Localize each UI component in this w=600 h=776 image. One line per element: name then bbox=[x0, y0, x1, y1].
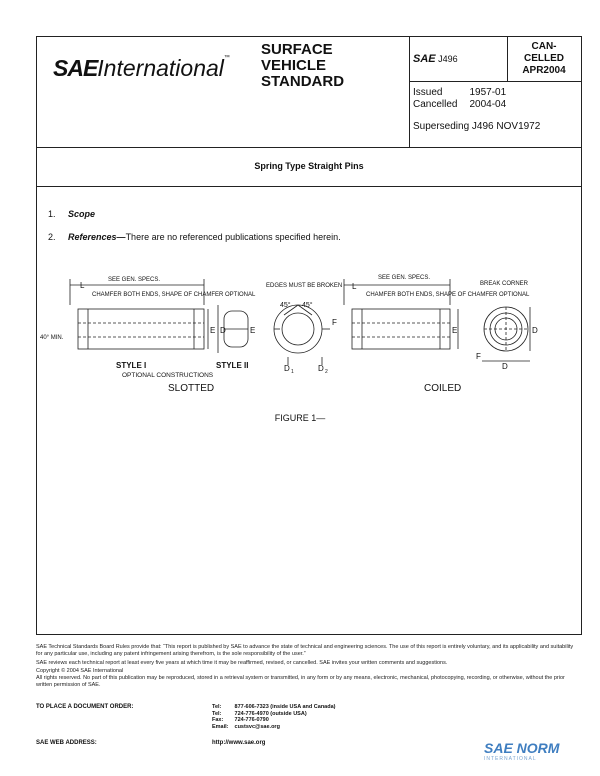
doc-number: SAE J496 bbox=[413, 53, 458, 65]
svg-text:D: D bbox=[284, 364, 290, 373]
slotted-pin-body bbox=[77, 308, 205, 350]
svg-text:STYLE I: STYLE I bbox=[116, 361, 146, 370]
coiled-pin-body bbox=[351, 308, 451, 350]
svg-text:45°: 45° bbox=[280, 301, 291, 309]
svg-text:L: L bbox=[80, 281, 85, 290]
svg-text:SEE GEN. SPECS.: SEE GEN. SPECS. bbox=[108, 277, 160, 283]
svg-text:45°: 45° bbox=[302, 301, 313, 309]
section-2: 2. References—There are no referenced pu… bbox=[48, 232, 341, 242]
svg-text:EDGES MUST BE BROKEN: EDGES MUST BE BROKEN bbox=[266, 283, 342, 289]
svg-text:COILED: COILED bbox=[424, 383, 461, 394]
svg-text:40° MIN.: 40° MIN. bbox=[40, 335, 64, 341]
svg-text:E: E bbox=[210, 326, 215, 335]
main-box bbox=[36, 186, 582, 635]
footer-notice: SAE Technical Standards Board Rules prov… bbox=[36, 644, 574, 688]
divider bbox=[507, 37, 508, 81]
order-label: TO PLACE A DOCUMENT ORDER: bbox=[36, 704, 134, 710]
svg-text:D: D bbox=[532, 326, 538, 335]
svg-text:F: F bbox=[332, 318, 337, 327]
svg-text:D: D bbox=[502, 362, 508, 371]
slotted-end-view bbox=[273, 304, 323, 354]
svg-text:D: D bbox=[318, 364, 324, 373]
sae-logo: SAEInternational™ bbox=[53, 55, 230, 81]
order-contacts: Tel:877-606-7323 (inside USA and Canada)… bbox=[212, 704, 342, 730]
svg-text:CHAMFER BOTH ENDS, SHAPE OF CH: CHAMFER BOTH ENDS, SHAPE OF CHAMFER OPTI… bbox=[92, 292, 256, 298]
svg-text:E: E bbox=[250, 326, 255, 335]
divider bbox=[409, 37, 410, 147]
svg-text:E: E bbox=[452, 326, 457, 335]
document-title: Spring Type Straight Pins bbox=[254, 161, 364, 171]
web-address-link[interactable]: http://www.sae.org bbox=[212, 740, 266, 746]
svg-text:SLOTTED: SLOTTED bbox=[168, 383, 214, 394]
pin-figure: SEE GEN. SPECS. L CHAMFER BOTH ENDS, SHA… bbox=[40, 275, 538, 394]
header-box: SAEInternational™ SURFACE VEHICLE STANDA… bbox=[36, 36, 582, 148]
sae-norm-logo: SAE NORM INTERNATIONAL bbox=[484, 740, 560, 762]
svg-text:1: 1 bbox=[291, 369, 294, 375]
svg-text:OPTIONAL CONSTRUCTIONS: OPTIONAL CONSTRUCTIONS bbox=[122, 372, 214, 379]
cancelled-stamp: CAN- CELLED APR2004 bbox=[522, 41, 566, 76]
svg-text:SEE GEN. SPECS.: SEE GEN. SPECS. bbox=[378, 275, 430, 281]
svg-text:STYLE II: STYLE II bbox=[216, 361, 248, 370]
svg-text:BREAK CORNER: BREAK CORNER bbox=[480, 281, 529, 287]
superseding-note: Superseding J496 NOV1972 bbox=[413, 121, 541, 132]
svg-text:D: D bbox=[220, 326, 226, 335]
title-box: Spring Type Straight Pins bbox=[36, 146, 582, 187]
svg-text:2: 2 bbox=[325, 369, 328, 375]
divider bbox=[409, 81, 581, 82]
standard-type: SURFACE VEHICLE STANDARD bbox=[261, 41, 345, 90]
svg-text:L: L bbox=[352, 282, 357, 291]
web-label: SAE WEB ADDRESS: bbox=[36, 740, 97, 746]
svg-text:F: F bbox=[476, 352, 481, 361]
svg-text:CHAMFER BOTH ENDS, SHAPE OF CH: CHAMFER BOTH ENDS, SHAPE OF CHAMFER OPTI… bbox=[366, 292, 530, 298]
email-link[interactable]: custsvc@sae.org bbox=[234, 723, 280, 730]
figure-caption: FIGURE 1— bbox=[274, 413, 326, 423]
section-1: 1. Scope bbox=[48, 209, 96, 219]
